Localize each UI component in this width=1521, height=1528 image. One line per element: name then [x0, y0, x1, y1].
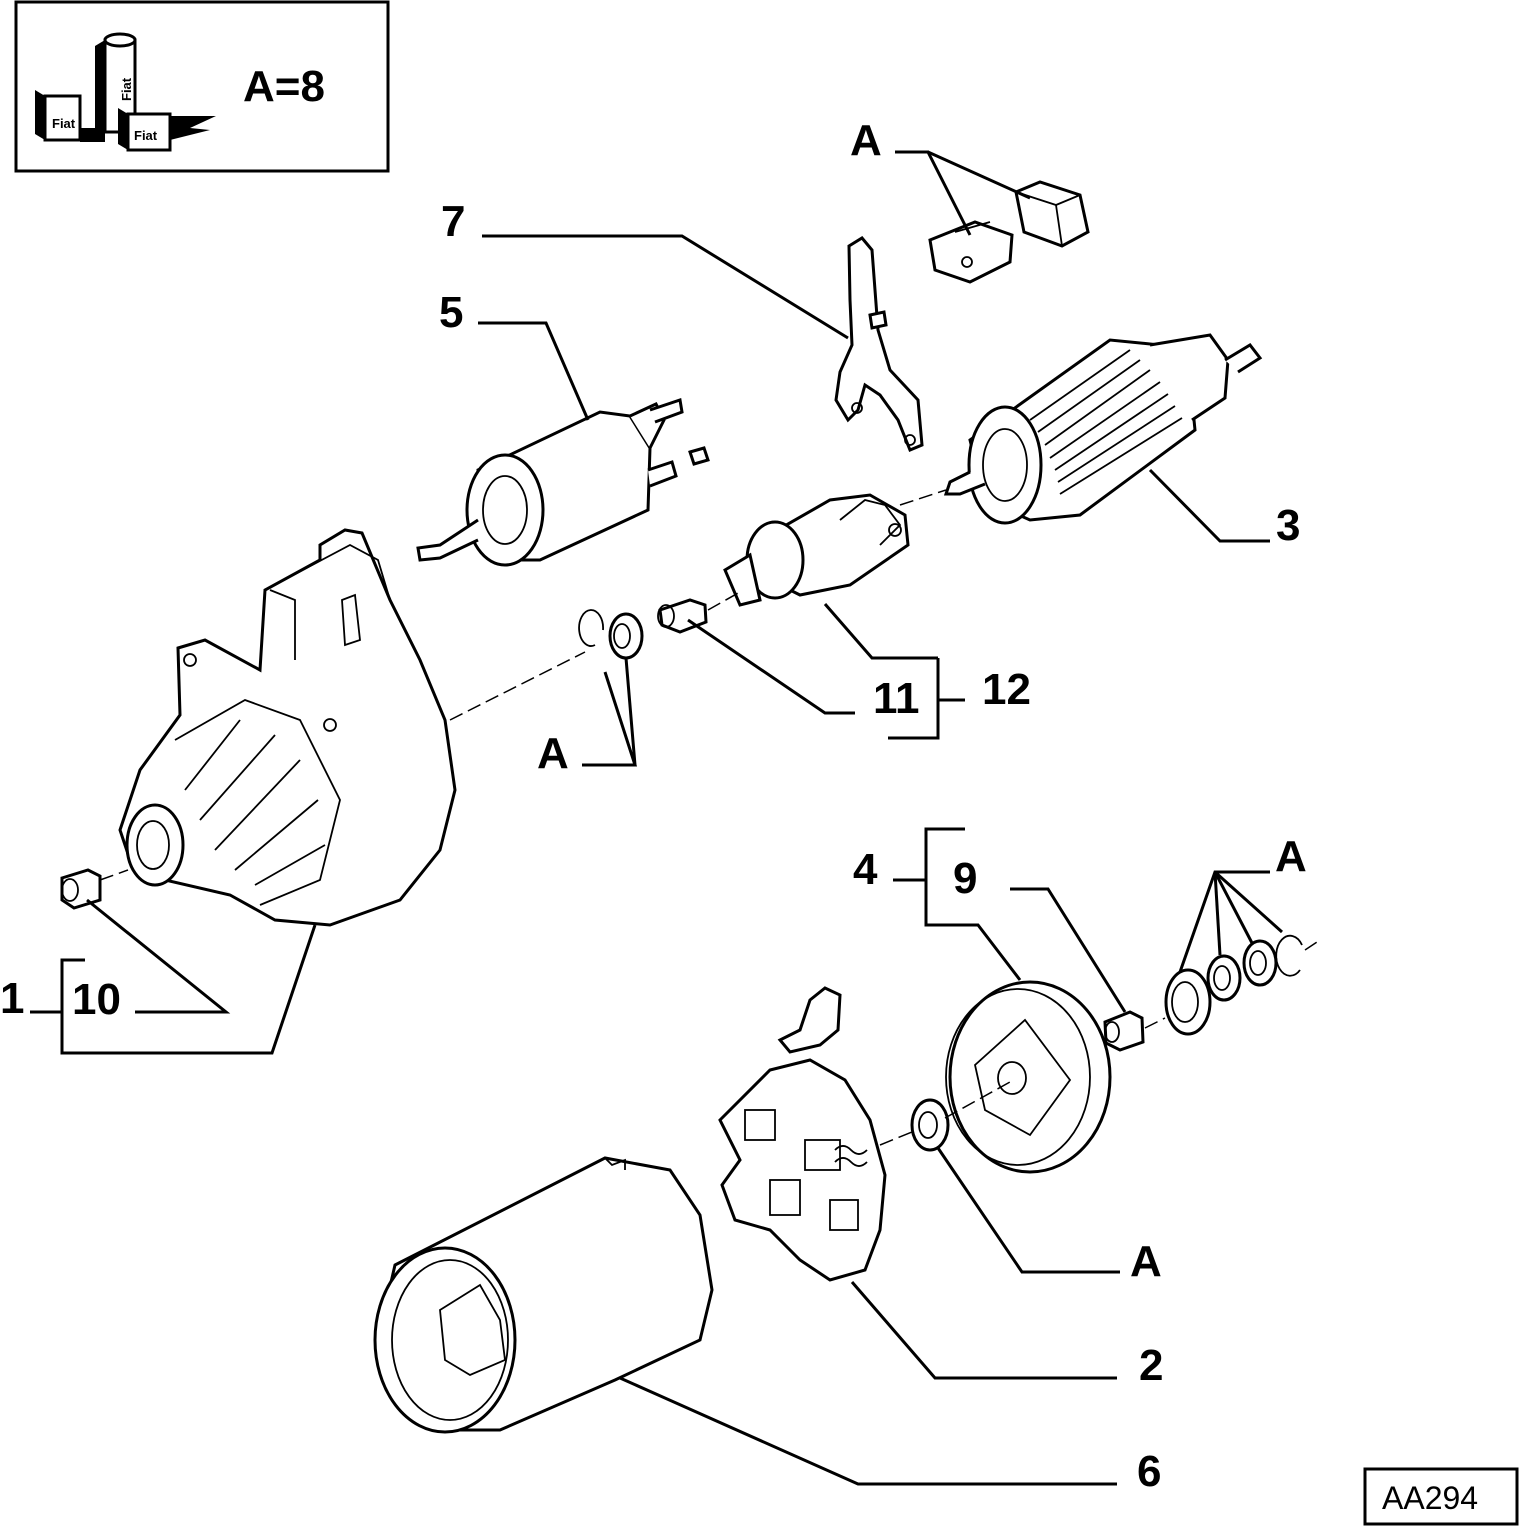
rubber-plug — [1014, 180, 1090, 248]
rear-washers — [1164, 934, 1303, 1036]
stator-yoke — [373, 1156, 714, 1434]
callout-a-top: A — [850, 116, 882, 165]
solenoid — [416, 398, 710, 567]
circlip-mid — [578, 609, 604, 647]
callout-12: 12 — [982, 665, 1031, 714]
callout-4: 4 — [853, 845, 878, 894]
drive-pinion — [723, 493, 910, 607]
drawing-code-box: AA294 — [1363, 1467, 1519, 1526]
callout-a-mid: A — [537, 729, 569, 778]
svg-text:Fiat: Fiat — [134, 128, 158, 143]
end-cover — [945, 980, 1112, 1174]
callout-5: 5 — [439, 288, 463, 337]
drive-housing — [118, 528, 457, 927]
callout-a-bottom: A — [1130, 1237, 1162, 1286]
callout-3: 3 — [1276, 501, 1300, 550]
brush-holder — [718, 986, 887, 1282]
callout-11: 11 — [873, 674, 920, 723]
bushing-nose — [60, 868, 102, 910]
callout-1: 1 — [0, 974, 24, 1023]
pivot-pin — [928, 220, 1014, 284]
svg-text:Fiat: Fiat — [52, 116, 76, 131]
shift-fork — [834, 236, 924, 452]
lubricant-cans-icon: Fiat Fiat Fiat — [35, 32, 216, 152]
washer-lower — [910, 1098, 950, 1152]
callout-a-right: A — [1275, 832, 1307, 881]
svg-text:Fiat: Fiat — [119, 77, 134, 101]
bushing-rear — [1103, 1010, 1145, 1052]
armature — [899, 333, 1263, 525]
callout-2: 2 — [1139, 1341, 1163, 1390]
washer-mid — [608, 612, 644, 660]
drawing-code: AA294 — [1382, 1480, 1478, 1516]
legend-box: Fiat Fiat Fiat A=8 — [14, 0, 390, 173]
callout-7: 7 — [441, 197, 465, 246]
callout-9: 9 — [953, 854, 977, 903]
callout-10: 10 — [72, 975, 121, 1024]
legend-formula: A=8 — [243, 62, 325, 111]
callout-6: 6 — [1137, 1447, 1161, 1496]
leader-lines — [30, 150, 1284, 1486]
